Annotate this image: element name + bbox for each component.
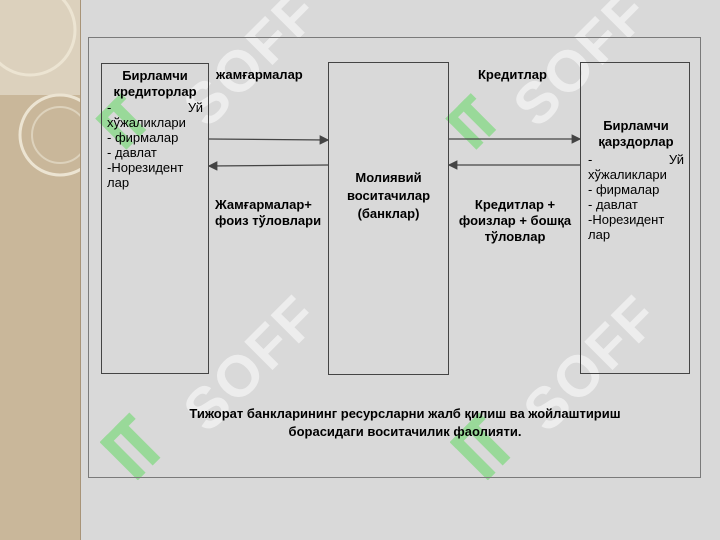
creditors-title: Бирламчи кредиторлар <box>113 68 197 99</box>
intermediary-title: Молиявий воситачилар (банклар) <box>346 170 431 221</box>
circle-ornament-icon <box>0 0 80 177</box>
diagram-frame <box>88 37 701 478</box>
debtors-box: Бирламчи қарздорлар - Уй хўжаликлари - ф… <box>580 62 690 374</box>
creditors-item: - Уй хўжаликлари <box>107 100 203 130</box>
arrow-deposits-return <box>207 161 329 171</box>
deposits-return-label: Жамғармалар+ фоиз тўловлари <box>215 197 322 228</box>
deposits-label: жамғармалар <box>216 67 303 82</box>
debtors-item: - давлат <box>588 197 638 212</box>
creditors-item: - фирмалар <box>107 130 179 145</box>
credits-return-label: Кредитлар + фоизлар + бошқа тўловлар <box>458 197 572 244</box>
left-decorative-strip <box>0 0 81 540</box>
diagram-caption: Тижорат банкларининг ресурсларни жалб қи… <box>189 406 621 439</box>
creditors-item: - давлат <box>107 145 157 160</box>
creditors-item: -Норезидент лар <box>107 160 184 190</box>
debtors-item: - фирмалар <box>588 182 660 197</box>
debtors-item: -Норезидент лар <box>588 212 665 242</box>
creditors-box: Бирламчи кредиторлар - Уй хўжаликлари - … <box>101 63 209 374</box>
debtors-title: Бирламчи қарздорлар <box>598 118 674 149</box>
debtors-item: - Уй хўжаликлари <box>588 152 684 182</box>
intermediary-box: Молиявий воситачилар (банклар) <box>328 62 449 375</box>
credits-label: Кредитлар <box>478 67 547 82</box>
arrow-deposits <box>208 135 330 145</box>
